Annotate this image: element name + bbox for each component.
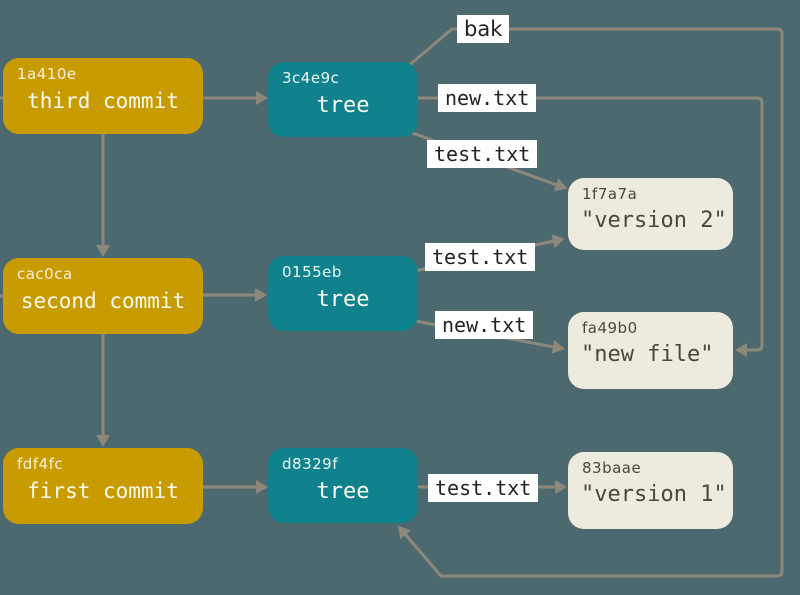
tree-node-d8329f: d8329f tree [268,448,418,523]
edge-bak-to-old-tree [397,27,784,578]
blob-label: "version 2" [581,208,727,233]
blob-node-83baae: 83baae "version 1" [568,452,733,529]
tree-node-3c4e9c: 3c4e9c tree [268,62,418,137]
blob-node-1f7a7a: 1f7a7a "version 2" [568,178,733,250]
tree-label: tree [316,479,370,504]
tree-label: tree [316,93,370,118]
blob-label: "new file" [581,342,714,367]
blob-hash: 83baae [582,459,642,477]
edge-newtxt-loop-to-fa49b0 [410,96,764,357]
blob-hash: fa49b0 [582,319,638,337]
commit-hash: cac0ca [17,265,73,283]
tree-node-0155eb: 0155eb tree [268,256,418,331]
edge-label-bak: bak [457,15,510,43]
commit-label: first commit [27,479,179,503]
edge-label-testtxt-tree2: test.txt [425,243,536,271]
edge-label-newtxt-tree2: new.txt [435,311,534,339]
tree-label: tree [316,287,370,312]
tree-hash: d8329f [282,455,338,473]
commit-hash: fdf4fc [17,455,64,473]
blob-node-fa49b0: fa49b0 "new file" [568,312,733,389]
edge-label-testtxt-tree3: test.txt [428,474,539,502]
tree-hash: 3c4e9c [282,69,340,87]
edge-label-newtxt-top: new.txt [438,84,537,112]
blob-label: "version 1" [581,482,727,507]
blob-hash: 1f7a7a [582,185,638,203]
commit-hash: 1a410e [17,65,77,83]
commit-node-third: 1a410e third commit [3,58,203,134]
edge-label-testtxt-tree1: test.txt [427,140,538,168]
commit-node-second: cac0ca second commit [3,258,203,334]
commit-label: second commit [20,289,186,313]
commit-label: third commit [27,89,179,113]
tree-hash: 0155eb [282,263,342,281]
commit-node-first: fdf4fc first commit [3,448,203,524]
